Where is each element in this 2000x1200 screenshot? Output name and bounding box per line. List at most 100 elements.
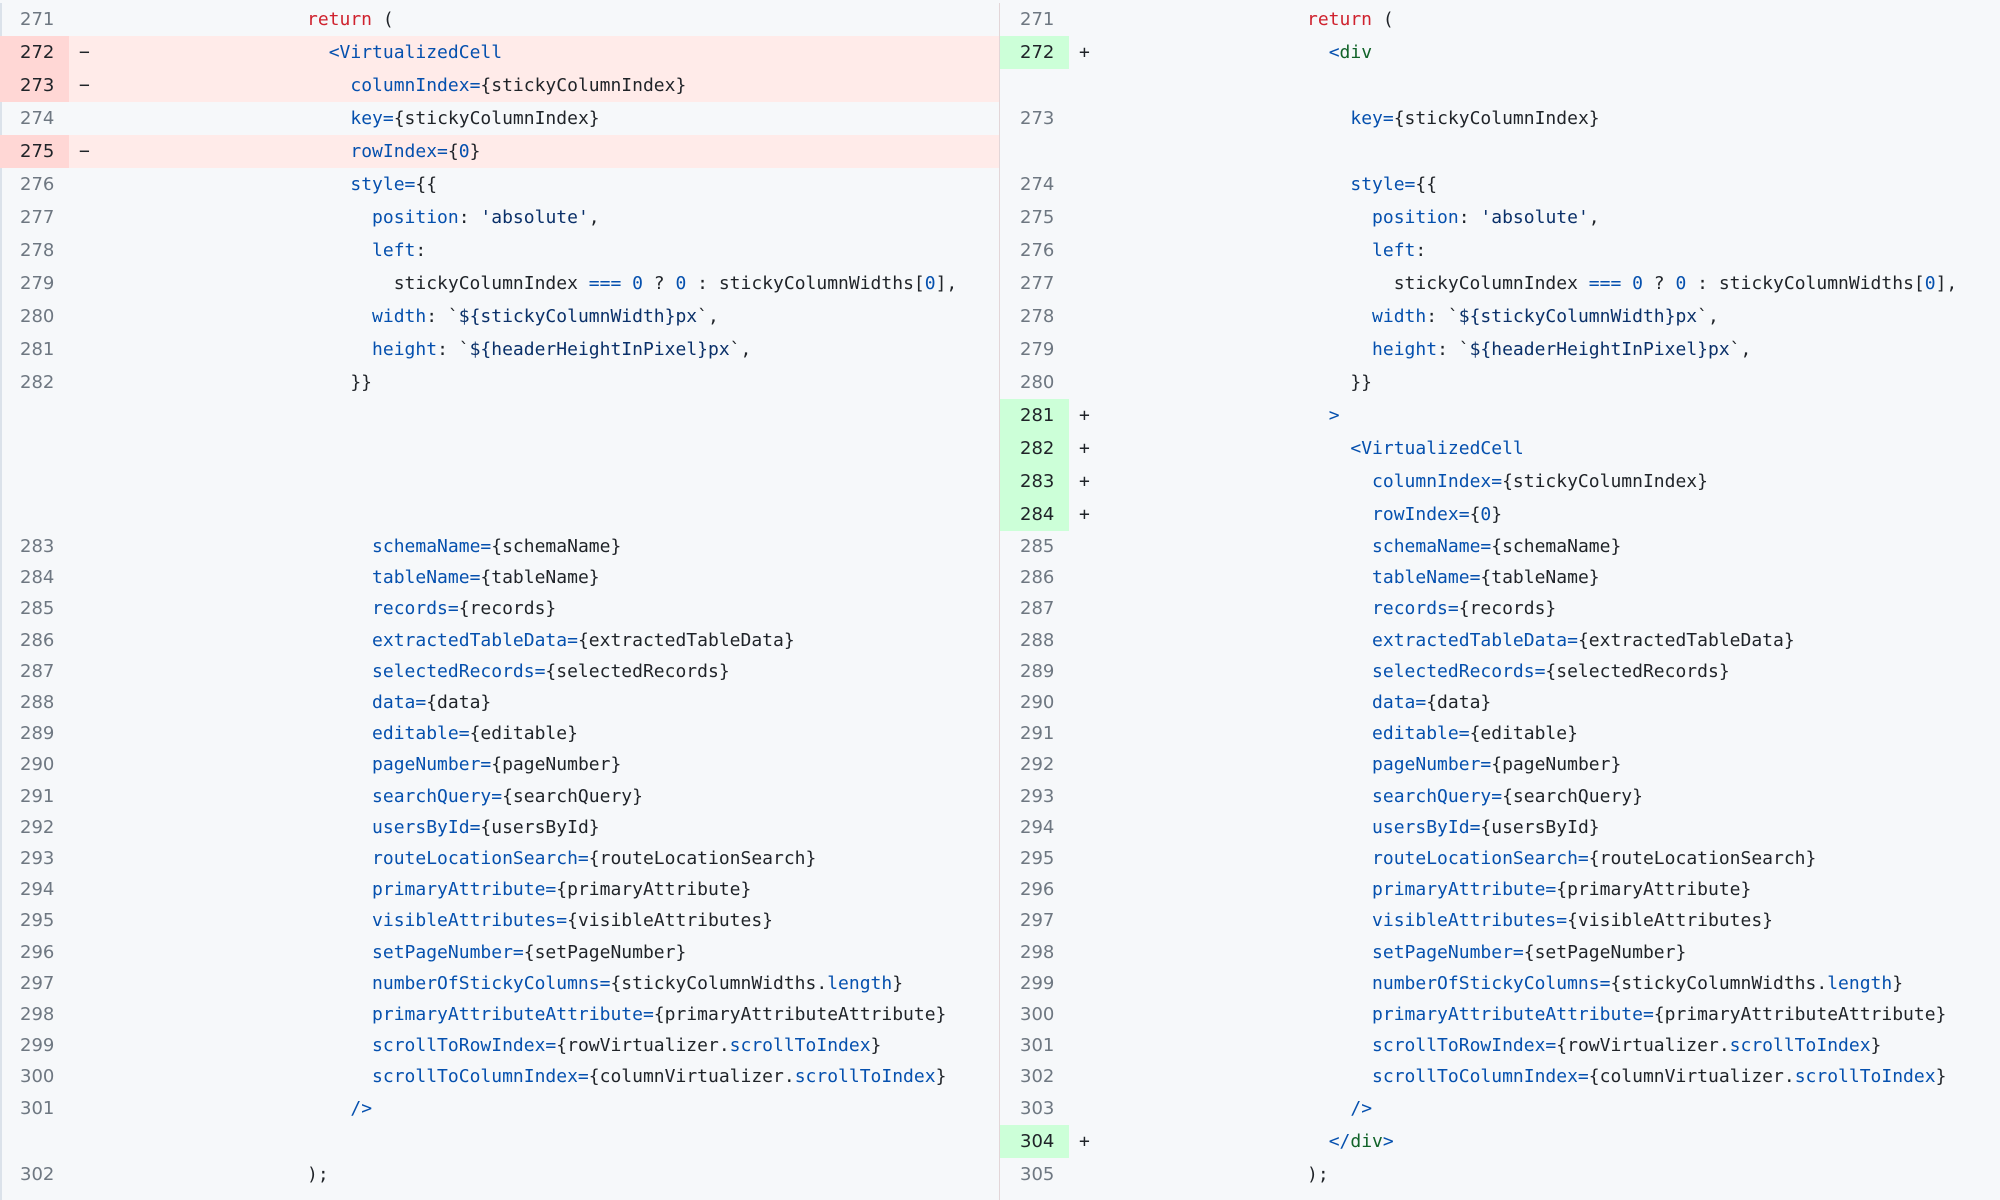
line-number[interactable]: 272 [1000,36,1069,69]
line-number[interactable]: 299 [1020,972,1055,994]
line-number[interactable]: 301 [1020,1035,1055,1057]
line-number[interactable]: 293 [1020,785,1055,807]
line-number[interactable]: 279 [1020,339,1055,360]
line-number[interactable]: 287 [20,660,55,682]
context-line: 286 extractedTableData={extractedTableDa… [0,625,999,656]
line-number[interactable]: 292 [20,816,55,838]
code-line: visibleAttributes={visibleAttributes} [1109,905,2000,936]
code-token-plain [307,723,372,744]
line-number[interactable] [1000,135,1069,168]
line-number[interactable] [1000,69,1069,102]
line-number[interactable]: 288 [1020,629,1055,651]
line-number[interactable]: 281 [1000,399,1069,432]
line-number[interactable]: 288 [20,692,55,714]
line-number[interactable]: 275 [1020,207,1055,228]
line-number[interactable]: 273 [1020,108,1055,129]
line-number[interactable]: 272 [0,36,69,69]
code-line: height: `${headerHeightInPixel}px`, [109,333,999,366]
line-number[interactable] [0,432,69,465]
line-number[interactable]: 295 [20,910,55,932]
code-line: stickyColumnIndex === 0 ? 0 : stickyColu… [109,267,999,300]
line-number[interactable]: 305 [1020,1164,1055,1186]
line-number[interactable]: 274 [1020,174,1055,195]
line-number[interactable]: 276 [20,174,55,195]
code-token-attr: extractedTableData= [1372,629,1578,651]
line-number[interactable]: 303 [1020,1098,1055,1120]
line-number[interactable] [0,465,69,498]
line-number[interactable]: 292 [1020,754,1055,776]
line-number[interactable]: 286 [20,629,55,651]
line-number[interactable]: 304 [1000,1125,1069,1159]
line-number[interactable]: 277 [1020,273,1055,294]
line-number[interactable]: 289 [20,723,55,745]
line-number[interactable]: 296 [1020,879,1055,901]
line-number[interactable]: 302 [1020,1066,1055,1088]
line-number[interactable]: 294 [20,879,55,901]
line-number[interactable]: 278 [1020,306,1055,327]
code-line: pageNumber={pageNumber} [1109,749,2000,780]
code-token-kw: return [1307,9,1373,30]
line-number[interactable]: 271 [1020,9,1055,30]
code-line: rowIndex={0} [109,135,999,168]
code-token-attr: setPageNumber= [372,941,524,963]
line-number[interactable]: 283 [20,536,55,558]
line-number[interactable]: 296 [20,941,55,963]
line-number[interactable]: 271 [20,9,55,30]
line-number[interactable]: 300 [20,1066,55,1088]
line-number[interactable]: 282 [1000,432,1069,465]
line-number[interactable]: 302 [20,1164,55,1186]
code-token-plain: } [1491,504,1503,525]
code-token-plain [307,630,372,651]
line-number[interactable]: 274 [20,108,55,129]
line-number[interactable]: 278 [20,240,55,261]
line-number[interactable]: 282 [20,372,55,393]
code-line: scrollToRowIndex={rowVirtualizer.scrollT… [109,1030,999,1061]
line-number[interactable]: 273 [0,69,69,102]
code-token-attr: length [1827,972,1893,994]
line-number[interactable]: 284 [1000,498,1069,531]
line-number[interactable]: 286 [1020,567,1055,589]
line-number[interactable]: 285 [1020,536,1055,558]
context-line: 300 primaryAttributeAttribute={primaryAt… [1000,999,2000,1030]
line-number[interactable]: 283 [1000,465,1069,498]
code-line: }} [109,366,999,399]
code-token-plain: {columnVirtualizer. [588,1066,795,1088]
line-number[interactable] [0,498,69,531]
line-number[interactable]: 284 [20,567,55,589]
code-token-plain [307,536,372,557]
line-number[interactable]: 297 [1020,910,1055,932]
line-number[interactable]: 280 [20,306,55,327]
line-number[interactable]: 285 [20,598,55,620]
code-token-plain: } [1935,1066,1947,1088]
code-line: data={data} [1109,687,2000,718]
line-number[interactable]: 295 [1020,847,1055,869]
code-token-plain: {schemaName} [1491,536,1622,558]
code-token-attr: extractedTableData= [372,629,578,651]
line-number[interactable]: 281 [20,339,55,360]
code-token-plain: {setPageNumber} [1523,941,1687,963]
line-number[interactable]: 289 [1020,660,1055,682]
line-number[interactable]: 291 [20,785,55,807]
code-token-plain: : [1415,240,1427,261]
code-token-plain [1307,306,1372,327]
line-number[interactable]: 294 [1020,816,1055,838]
line-number[interactable]: 287 [1020,598,1055,620]
line-number[interactable]: 277 [20,207,55,228]
code-token-plain: {rowVirtualizer. [556,1035,730,1057]
line-number[interactable]: 297 [20,972,55,994]
line-number[interactable]: 276 [1020,240,1055,261]
line-number[interactable]: 290 [1020,692,1055,714]
line-number[interactable]: 280 [1020,372,1055,393]
line-number[interactable] [0,399,69,432]
line-number[interactable]: 293 [20,847,55,869]
line-number[interactable]: 275 [0,135,69,168]
line-number[interactable]: 301 [20,1098,55,1120]
line-number[interactable]: 291 [1020,723,1055,745]
line-number[interactable] [0,1125,69,1158]
line-number[interactable]: 290 [20,754,55,776]
line-number[interactable]: 299 [20,1035,55,1057]
line-number[interactable]: 279 [20,273,55,294]
line-number[interactable]: 298 [1020,941,1055,963]
line-number[interactable]: 298 [20,1003,55,1025]
line-number[interactable]: 300 [1020,1003,1055,1025]
